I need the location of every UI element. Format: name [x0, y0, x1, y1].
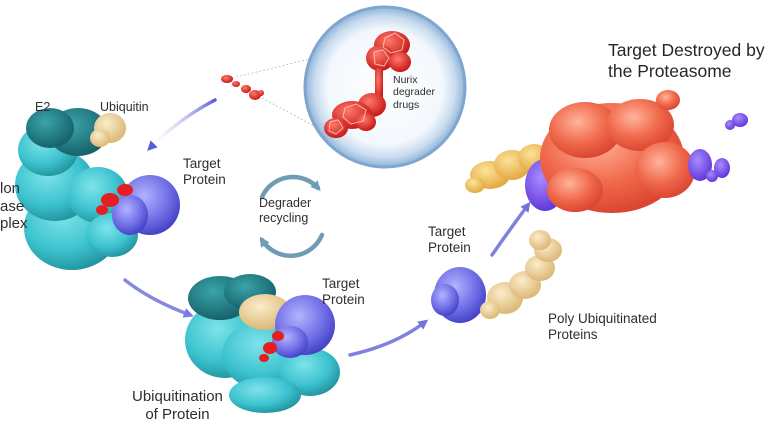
ligase-complex-left	[15, 108, 180, 270]
label-target-protein-top: Target Protein	[183, 156, 226, 187]
label-poly-ubiquitinated: Poly Ubiquitinated Proteins	[548, 311, 657, 342]
arrow-poly-to-proteasome	[490, 201, 531, 257]
degrader-zoom-circle	[303, 5, 467, 169]
degrader-molecule-small	[221, 75, 264, 100]
label-ubiquitination: Ubiquitination of Protein	[132, 388, 223, 423]
arrow-complex-to-ubiquitination	[123, 278, 194, 318]
label-target-protein-mid: Target Protein	[428, 224, 471, 255]
poly-ubiquitinated-protein	[431, 230, 562, 323]
ubiquitination-complex	[185, 274, 340, 413]
label-nurix-degrader-drugs: Nurix degrader drugs	[393, 74, 436, 111]
arrow-ubiquitination-to-poly	[348, 319, 429, 357]
label-target-destroyed: Target Destroyed by the Proteasome	[608, 40, 765, 81]
label-target-protein-bottom: Target Protein	[322, 276, 365, 307]
arrow-degrader-to-complex	[147, 98, 217, 151]
proteasome-complex	[465, 90, 748, 213]
label-degrader-recycling: Degrader recycling	[259, 196, 312, 225]
degrader-molecule-bonds	[328, 32, 405, 135]
label-ligase-complex: lon ase plex	[0, 180, 28, 233]
label-ubiquitin: Ubiquitin	[100, 100, 149, 114]
process-arrows	[123, 98, 531, 357]
label-e2: E2	[35, 100, 51, 114]
degrader-recycling-arrows	[259, 174, 325, 258]
